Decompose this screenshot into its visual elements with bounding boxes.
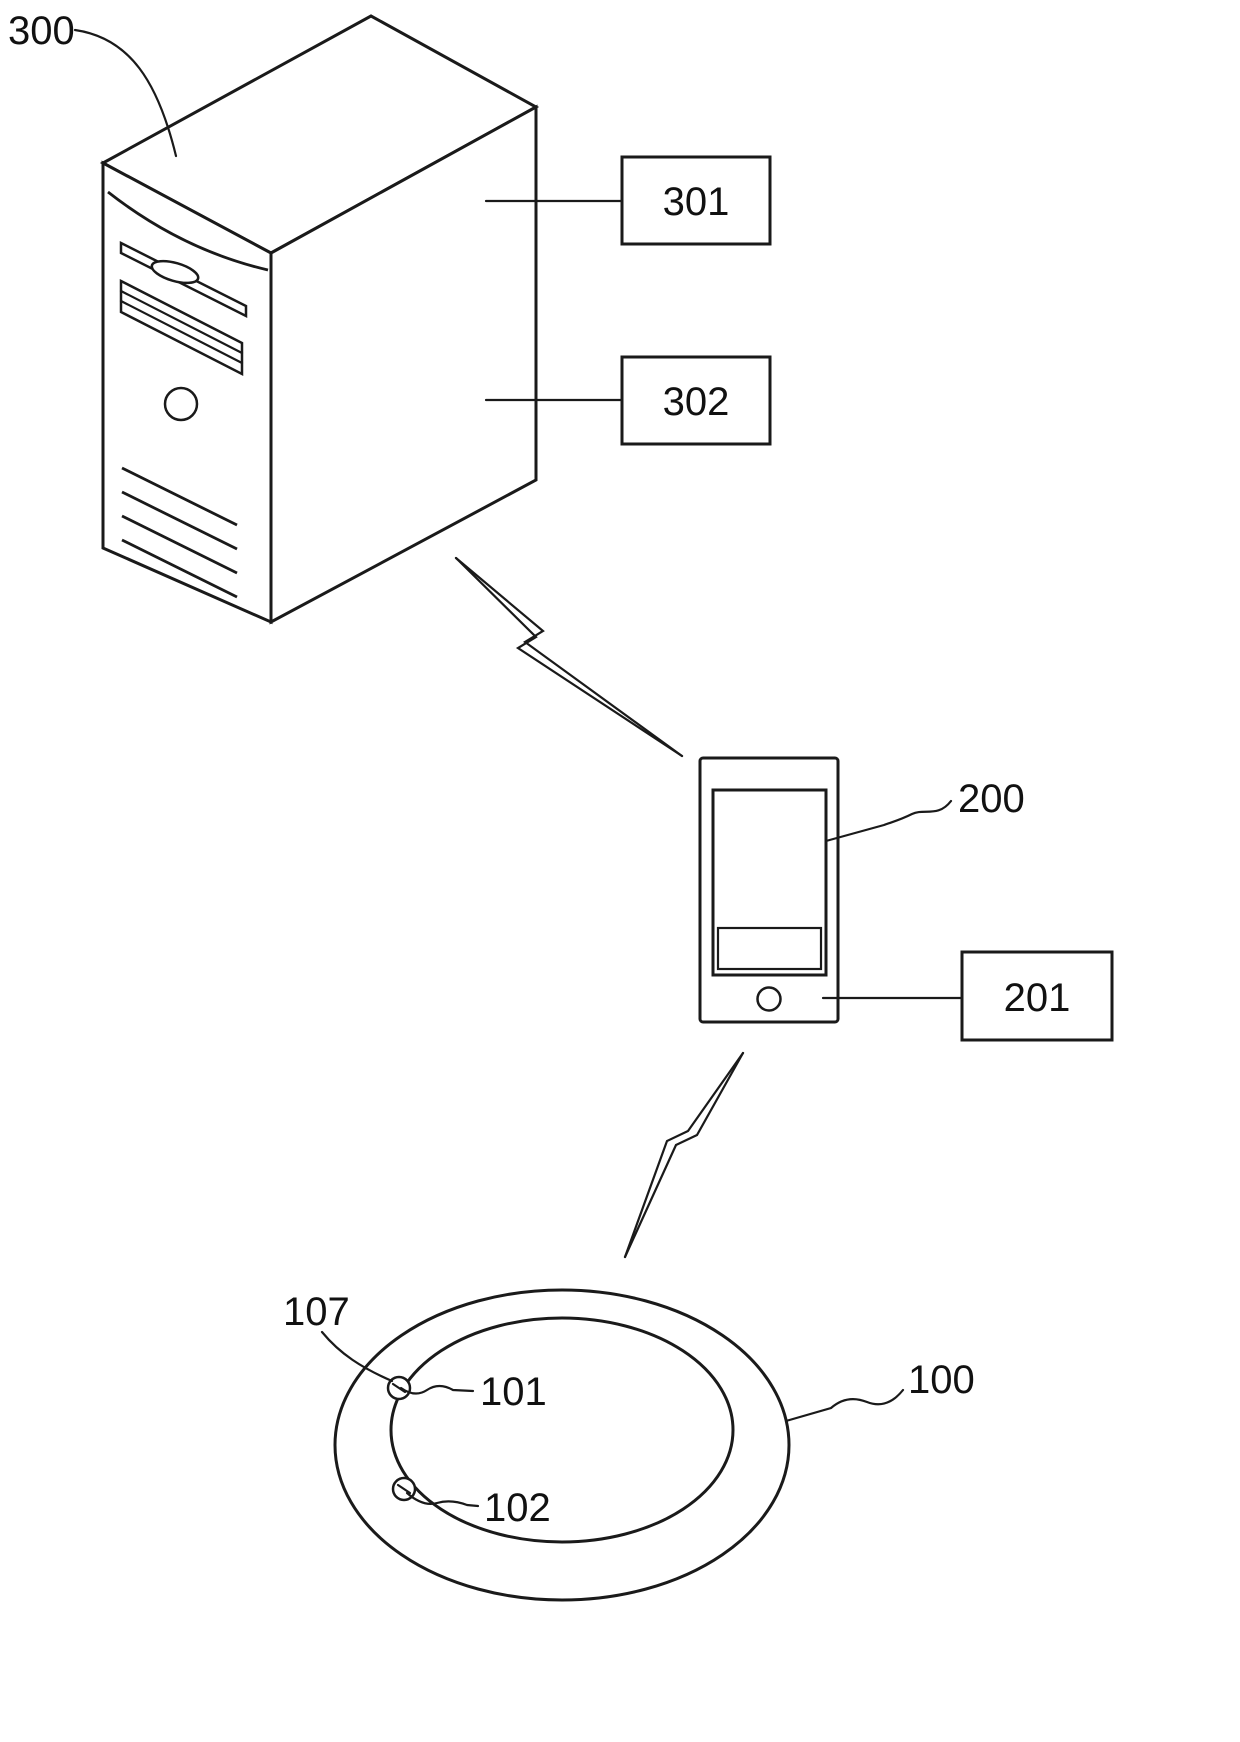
leader-line-100 — [784, 1388, 905, 1423]
leader-line-300 — [73, 28, 178, 158]
wireless-bolt-server-phone — [454, 556, 684, 758]
leader-line-200 — [824, 799, 953, 843]
server-tower — [99, 14, 540, 625]
tower-vent-line — [121, 514, 238, 575]
tower-power-button — [163, 386, 199, 422]
label-107: 107 — [283, 1290, 350, 1334]
tower-cd-drive-line — [119, 299, 244, 365]
phone-body — [698, 756, 840, 1024]
wireless-bolt-phone-ring — [623, 1051, 745, 1259]
ring-sensor-lower-mark — [396, 1483, 412, 1495]
tower-cd-drive-line — [119, 289, 244, 355]
phone-screen-widget — [716, 926, 823, 971]
ring-inner-edge — [389, 1316, 735, 1544]
tower-bezel-curve — [107, 190, 269, 272]
callout-box-302 — [620, 355, 772, 446]
tower-vent-line — [121, 466, 238, 527]
leader-line-102 — [405, 1491, 480, 1508]
bolt-line — [454, 556, 684, 758]
phone-screen — [711, 788, 828, 977]
leader-line-107 — [320, 1330, 394, 1383]
label-101: 101 — [480, 1370, 547, 1414]
label-201: 201 — [1004, 976, 1071, 1020]
bolt-line — [623, 1051, 745, 1259]
bolt-line — [454, 556, 684, 758]
smartphone — [698, 756, 840, 1024]
bolt-line — [623, 1051, 745, 1259]
label-102: 102 — [484, 1486, 551, 1530]
label-302: 302 — [663, 380, 730, 424]
tower-eject-button — [150, 259, 200, 285]
label-100: 100 — [908, 1358, 975, 1402]
label-300: 300 — [8, 9, 75, 53]
callout-box-301 — [620, 155, 772, 246]
smart-ring — [333, 1288, 791, 1602]
label-200: 200 — [958, 777, 1025, 821]
tower-vent-line — [121, 490, 238, 551]
callout-box-201 — [960, 950, 1114, 1042]
phone-home-button — [756, 986, 782, 1012]
label-301: 301 — [663, 180, 730, 224]
tower-vent-line — [121, 538, 238, 599]
ring-sensor-upper-mark — [391, 1382, 407, 1394]
leader-line-101 — [399, 1384, 475, 1395]
